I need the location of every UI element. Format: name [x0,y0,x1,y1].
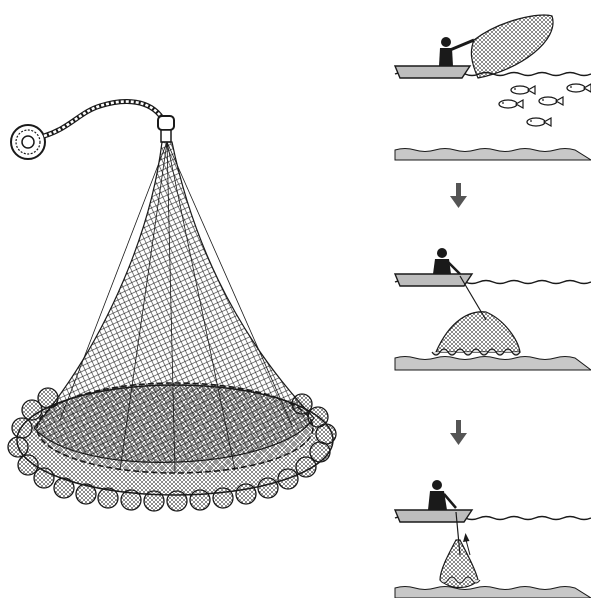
boat-icon [395,510,472,522]
fisherman-icon [439,37,474,66]
swivel-icon [158,116,174,142]
fish-school [499,84,591,126]
flying-net [471,15,553,78]
fish-icon [527,118,551,126]
boat-icon [395,66,470,78]
sunk-net [436,312,520,352]
fish-icon [511,86,535,94]
fish-icon [567,84,591,92]
hand-rope [44,102,162,136]
down-arrow-icon [450,420,467,445]
fisherman-icon [433,248,460,274]
fish-icon [499,100,523,108]
cast-net-illustration [8,102,336,511]
seabed [395,587,591,598]
panel-sinking [395,248,591,370]
hand-loop-icon [11,125,45,159]
seabed [395,357,591,371]
fish-icon [539,97,563,105]
seabed [395,149,591,161]
down-arrow-icon [450,183,467,208]
fisherman-icon [428,480,456,510]
panel-hauling [395,480,591,598]
panel-throwing [395,15,591,160]
